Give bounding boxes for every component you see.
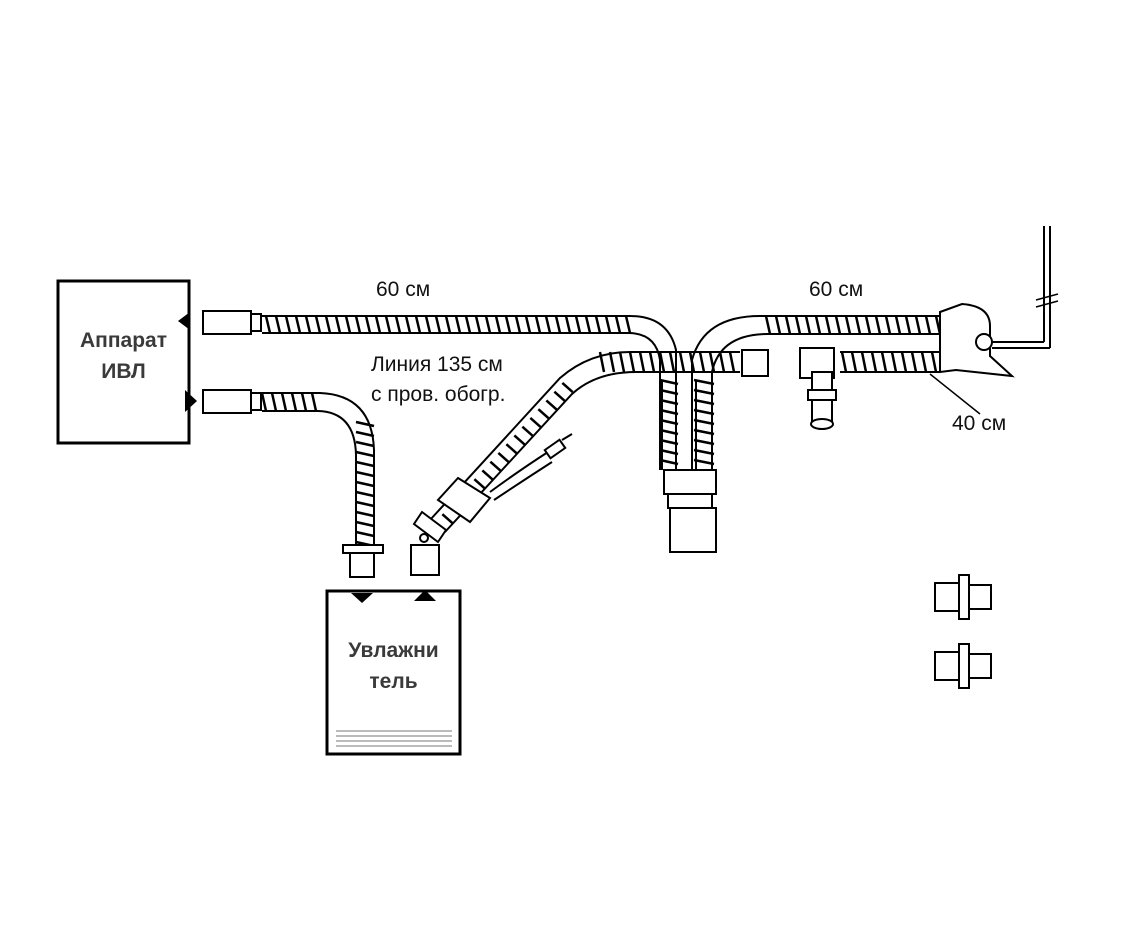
humidifier-title-line1: Увлажни — [348, 639, 439, 662]
sample-line — [1035, 226, 1059, 348]
ventilator-title-line2: ИВЛ — [101, 360, 146, 383]
patient-y-piece — [939, 302, 1050, 378]
ventilator-outlet-arrow — [178, 312, 190, 330]
humidifier-inlet-arrow — [351, 593, 373, 603]
ventilator-title-line1: Аппарат — [79, 329, 167, 352]
ventilator-cuff-bottom — [202, 389, 262, 414]
ventilator-title: Аппарат ИВЛ — [62, 325, 185, 387]
label-inspiratory-length: 60 см — [376, 278, 431, 301]
tube-coils — [260, 315, 942, 548]
heated-line-cuff — [410, 510, 448, 576]
humidifier-title: Увлажни тель — [331, 635, 456, 697]
humidifier-title-line2: тель — [369, 670, 418, 693]
heater-wire-connector — [436, 433, 573, 524]
ventilator-cuff-top — [202, 310, 262, 335]
label-heated-line: Линия 135 см — [371, 353, 503, 376]
tube-inspiratory-top — [262, 315, 677, 470]
label-expiratory-length: 60 см — [809, 278, 864, 301]
return-tube-cuff — [342, 544, 384, 578]
water-trap — [663, 469, 717, 553]
tube-vertical-pair — [661, 380, 713, 470]
label-patient-limb-length: 40 см — [952, 412, 1007, 435]
patient-limb-leader — [929, 373, 981, 415]
ventilator-inlet-arrow — [185, 390, 197, 412]
tube-heated-line — [429, 351, 740, 533]
humidifier-outlet-arrow — [414, 590, 436, 601]
spare-adapter-1 — [934, 574, 992, 620]
spare-adapter-2 — [934, 643, 992, 689]
humidifier-box — [325, 589, 462, 756]
tube-patient-limb — [840, 351, 940, 373]
humidifier-water-lines — [336, 730, 452, 747]
label-heated-line-wire: с пров. обогр. — [371, 383, 506, 406]
tube-expiratory-top — [691, 315, 940, 470]
temperature-port — [741, 347, 837, 430]
ventilator-box — [56, 279, 191, 445]
